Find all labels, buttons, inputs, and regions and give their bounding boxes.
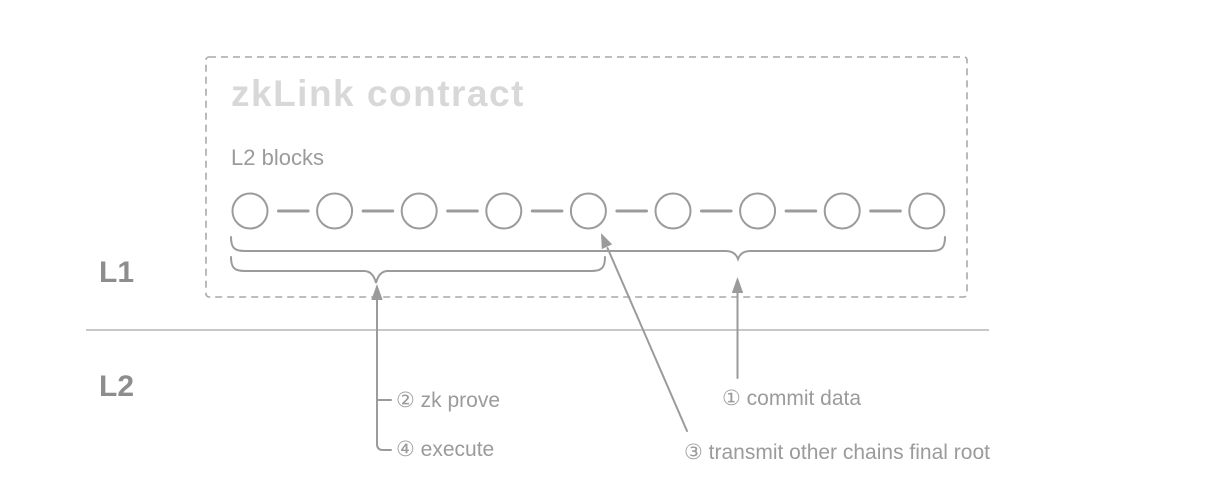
annotation-zk-prove: ② zk prove (396, 389, 501, 412)
zk-prove-execute-arrow (371, 284, 392, 451)
annotation-commit-data: ① commit data (722, 387, 862, 410)
annotation-transmit-root: ③ transmit other chains final root (684, 441, 990, 464)
l2-block-circle (569, 192, 607, 230)
layer-label-l2: L2 (99, 370, 135, 403)
transmit-root-arrow (601, 233, 688, 432)
l2-block-circle (485, 192, 523, 230)
zk-prove-brace (230, 256, 606, 284)
l2-block-circle (231, 192, 269, 230)
l2-block-circle (654, 192, 692, 230)
l2-block-circle (400, 192, 438, 230)
l2-block-circle (908, 192, 946, 230)
annotation-execute: ④ execute (396, 438, 495, 461)
commit-data-brace (230, 236, 946, 262)
layer-label-l1: L1 (99, 256, 135, 289)
l2-block-circle (823, 192, 861, 230)
zklink-contract-title: zkLink contract (231, 73, 525, 114)
l2-block-circle (739, 192, 777, 230)
zklink-contract-box (205, 56, 968, 298)
l2-blocks-label: L2 blocks (231, 145, 324, 170)
block-chain (231, 192, 946, 230)
commit-data-arrow (731, 277, 744, 379)
l2-block-circle (316, 192, 354, 230)
